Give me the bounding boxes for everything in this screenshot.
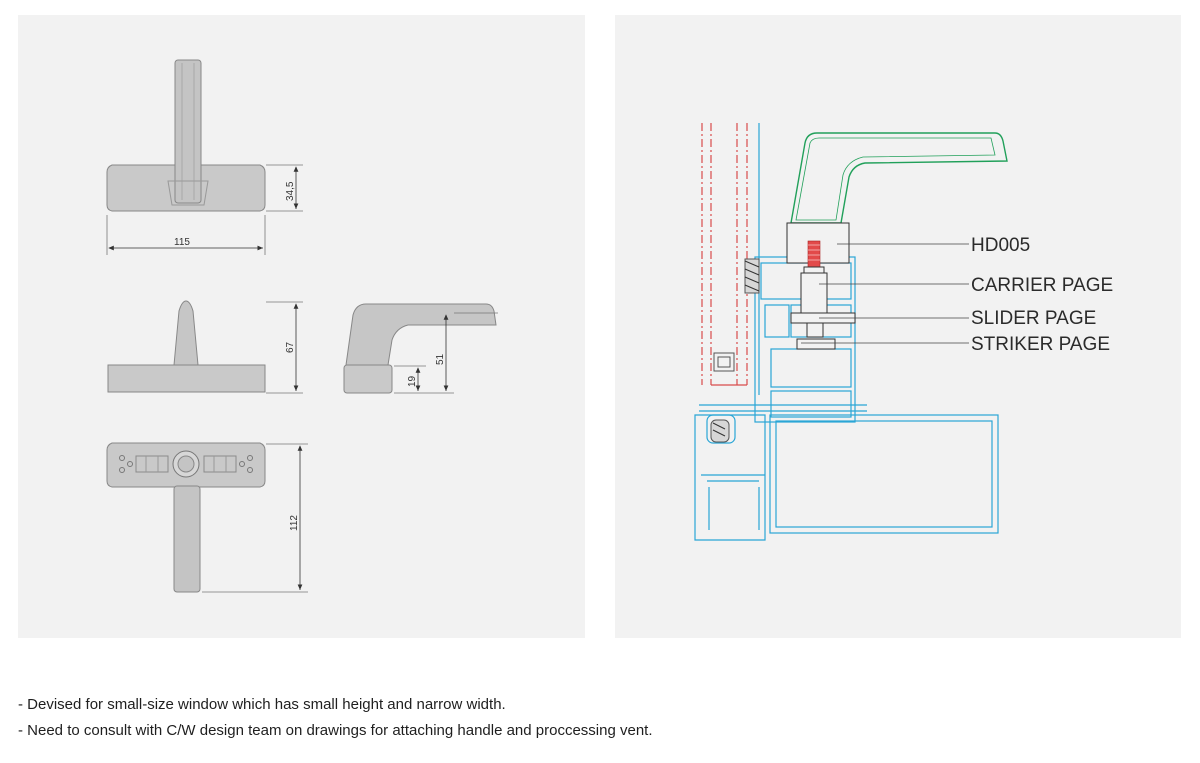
product-notes: - Devised for small-size window which ha… bbox=[18, 692, 1178, 744]
callout-slider-page: SLIDER PAGE bbox=[971, 308, 1096, 329]
glass-pane bbox=[701, 123, 748, 386]
dim-label-handle-base: 19 bbox=[407, 375, 418, 387]
callout-hd005: HD005 bbox=[971, 235, 1030, 256]
dim-label-length: 112 bbox=[289, 515, 300, 531]
installation-section-panel: HD005 CARRIER PAGE SLIDER PAGE STRIKER P… bbox=[615, 15, 1181, 638]
side-view bbox=[343, 303, 498, 394]
callout-striker-page: STRIKER PAGE bbox=[971, 334, 1110, 355]
installation-section-drawing: HD005 CARRIER PAGE SLIDER PAGE STRIKER P… bbox=[694, 123, 1113, 541]
callout-leaders bbox=[801, 243, 969, 344]
callout-carrier-page: CARRIER PAGE bbox=[971, 275, 1113, 296]
seals bbox=[710, 258, 760, 443]
bottom-view bbox=[106, 442, 308, 593]
frame-profile bbox=[694, 123, 999, 541]
handle-drawing: 34,5 115 67 19 51 112 bbox=[106, 59, 498, 593]
note-line-2: - Need to consult with C/W design team o… bbox=[18, 722, 653, 739]
handle-drawing-panel: 34,5 115 67 19 51 112 bbox=[18, 15, 585, 638]
note-line-1: - Devised for small-size window which ha… bbox=[18, 696, 506, 713]
dim-label-width: 115 bbox=[174, 237, 190, 248]
dim-label-side-height: 67 bbox=[285, 341, 296, 353]
glass-spacer bbox=[713, 352, 735, 372]
front-view bbox=[107, 300, 303, 394]
top-view bbox=[106, 59, 303, 255]
dim-label-height: 34,5 bbox=[285, 181, 296, 201]
dim-label-handle-height: 51 bbox=[435, 353, 446, 365]
